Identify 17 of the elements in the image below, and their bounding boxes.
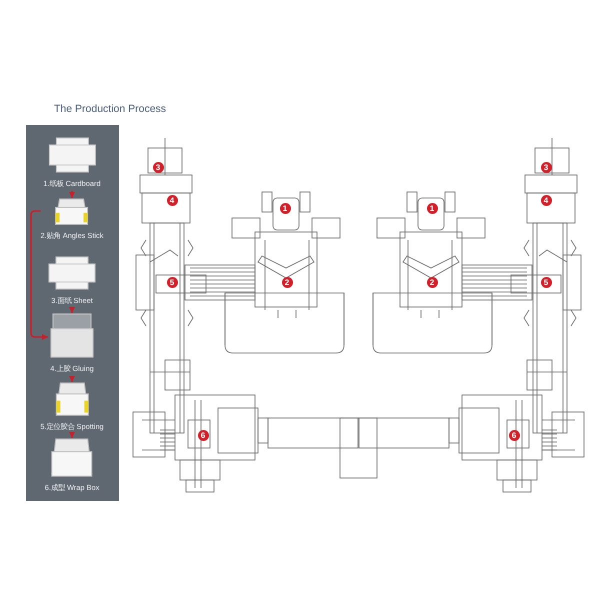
arrow: [69, 191, 75, 198]
callout-number: 3: [540, 162, 552, 172]
arrow: [69, 307, 75, 313]
callout-number: 3: [152, 162, 164, 172]
callout-number: 2: [426, 276, 438, 288]
callout-number: 5: [166, 276, 178, 288]
arrow: [69, 376, 75, 382]
callout-number: 4: [166, 194, 178, 206]
callout-number: 2: [282, 276, 292, 288]
callout-number: 4: [540, 194, 552, 206]
title: The Production Process: [54, 103, 166, 115]
callout-number: 1: [280, 202, 290, 214]
callout-number: 5: [540, 276, 552, 288]
callout-number: 6: [508, 430, 520, 440]
callout-number: 6: [198, 430, 208, 440]
callout-number: 1: [426, 202, 438, 214]
arrow: [69, 432, 75, 438]
